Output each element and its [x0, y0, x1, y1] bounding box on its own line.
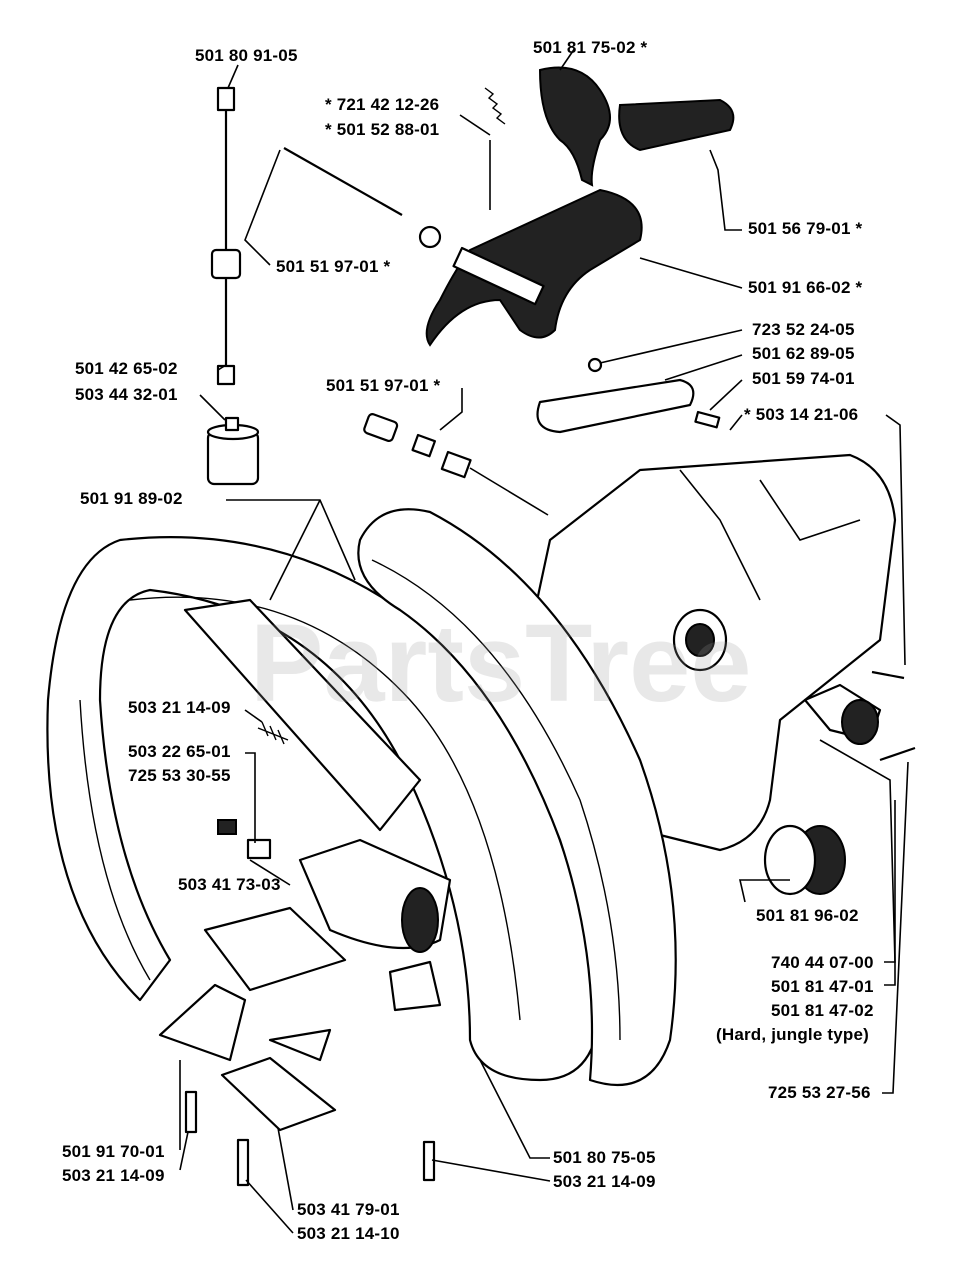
- part-label[interactable]: 501 81 75-02 *: [533, 38, 648, 57]
- part-label[interactable]: 501 42 65-02: [75, 359, 178, 378]
- throttle-trigger: [418, 188, 643, 347]
- part-label[interactable]: 503 41 79-01: [297, 1200, 400, 1219]
- part-label[interactable]: * 501 52 88-01: [325, 120, 440, 139]
- part-label[interactable]: 503 21 14-09: [553, 1172, 656, 1191]
- part-label[interactable]: 501 51 97-01 *: [276, 257, 391, 276]
- knob-part: [803, 683, 882, 745]
- part-label[interactable]: 503 21 14-09: [128, 698, 231, 717]
- part-label[interactable]: 503 21 14-09: [62, 1166, 165, 1185]
- part-label[interactable]: 723 52 24-05: [752, 320, 855, 339]
- part-label[interactable]: * 503 14 21-06: [744, 405, 859, 424]
- part-label[interactable]: 503 22 65-01: [128, 742, 231, 761]
- plug-part: [763, 824, 846, 896]
- part-label[interactable]: 501 81 96-02: [756, 906, 859, 925]
- part-label[interactable]: 501 81 47-02: [771, 1001, 874, 1020]
- rear-handle: [357, 508, 677, 1087]
- part-label[interactable]: 501 62 89-05: [752, 344, 855, 363]
- filter-part: [206, 416, 260, 486]
- part-label[interactable]: 501 81 47-01: [771, 977, 874, 996]
- part-label[interactable]: 503 41 73-03: [178, 875, 281, 894]
- throttle-lockout: [538, 66, 735, 187]
- part-label[interactable]: 501 59 74-01: [752, 369, 855, 388]
- part-label[interactable]: 501 91 66-02 *: [748, 278, 863, 297]
- handle-tube: [183, 598, 452, 953]
- part-label[interactable]: 501 91 70-01: [62, 1142, 165, 1161]
- part-label[interactable]: 503 44 32-01: [75, 385, 178, 404]
- screws: [184, 721, 436, 1187]
- part-label[interactable]: 501 80 75-05: [553, 1148, 656, 1167]
- part-label[interactable]: 501 56 79-01 *: [748, 219, 863, 238]
- part-label[interactable]: 501 80 91-05: [195, 46, 298, 65]
- part-label[interactable]: 501 91 89-02: [80, 489, 183, 508]
- part-label[interactable]: 725 53 27-56: [768, 1083, 871, 1102]
- part-label[interactable]: * 721 42 12-26: [325, 95, 440, 114]
- watermark: PartsTree: [250, 602, 752, 725]
- part-note: (Hard, jungle type): [716, 1025, 870, 1044]
- throttle-rod: [210, 86, 242, 386]
- leader-lines: [179, 47, 909, 1234]
- part-label[interactable]: 725 53 30-55: [128, 766, 231, 785]
- bushings: [363, 413, 549, 516]
- part-label[interactable]: 740 44 07-00: [771, 953, 874, 972]
- part-label[interactable]: 503 21 14-10: [297, 1224, 400, 1243]
- part-label[interactable]: 501 51 97-01 *: [326, 376, 441, 395]
- mount-bracket: [158, 906, 442, 1132]
